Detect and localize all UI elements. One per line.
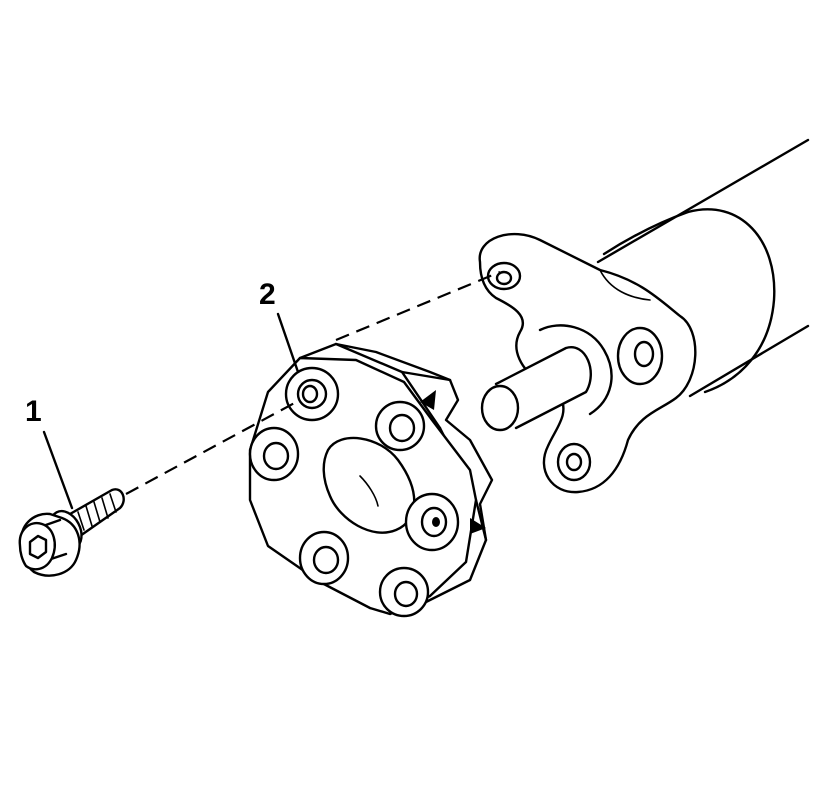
leader-lines (42, 312, 300, 510)
alignment-lines (125, 270, 501, 495)
propeller-shaft-yoke-icon (478, 232, 697, 494)
callout-label-1: 1 (25, 395, 42, 428)
flange-bolt-icon (18, 488, 125, 577)
propeller-shaft-tube (596, 138, 810, 398)
callout-label-2: 2 (259, 278, 276, 311)
flex-coupling-disc-icon (248, 342, 494, 618)
